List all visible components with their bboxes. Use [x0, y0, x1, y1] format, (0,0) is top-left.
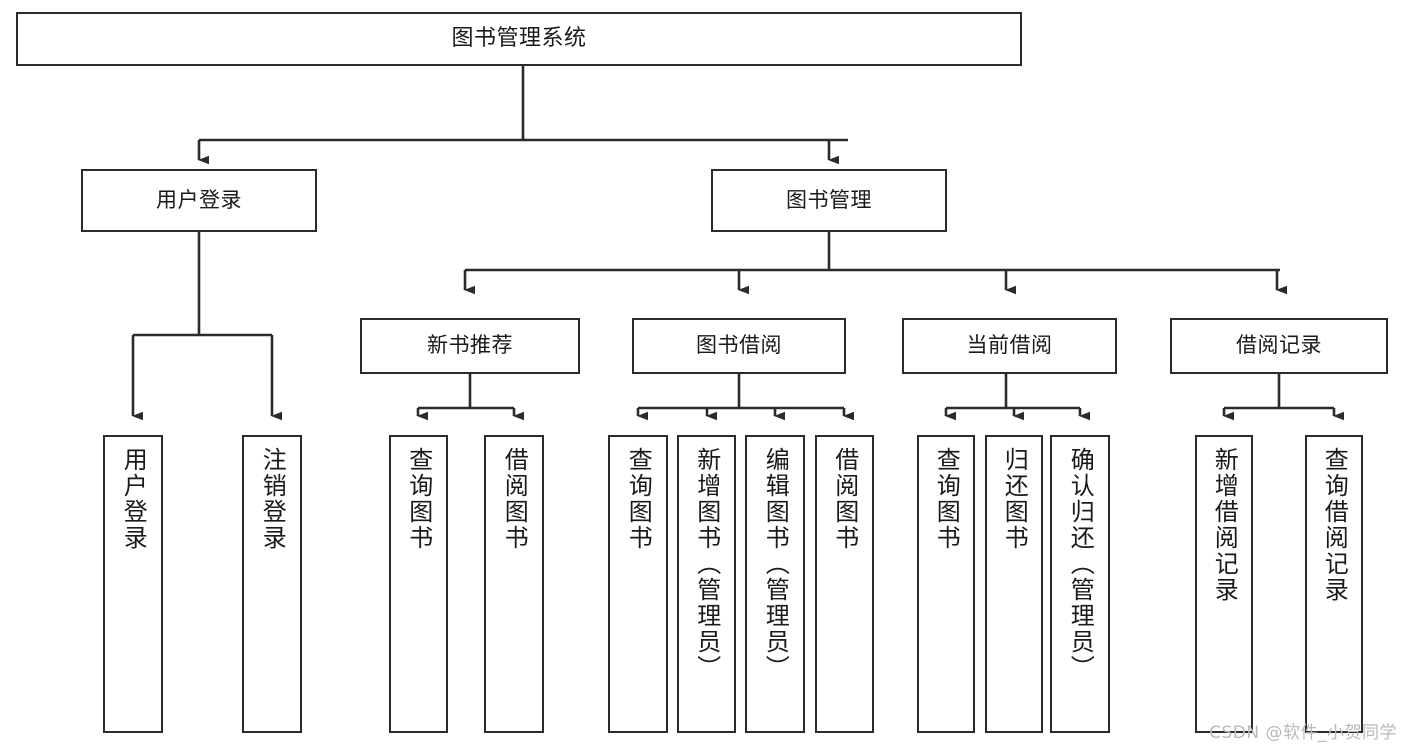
node-leaf-return-book-label: 归还图书: [1000, 447, 1029, 551]
node-book-manage[interactable]: 图书管理: [711, 169, 947, 232]
node-leaf-query-book-cur[interactable]: 查询图书: [917, 435, 975, 733]
node-user-login-label: 用户登录: [156, 187, 242, 212]
node-leaf-query-book-rec-label: 查询图书: [404, 447, 433, 551]
node-user-login[interactable]: 用户登录: [81, 169, 317, 232]
node-leaf-add-book[interactable]: 新增图书（管理员）: [677, 435, 736, 733]
node-borrow-record-label: 借阅记录: [1236, 333, 1322, 358]
node-current-borrow[interactable]: 当前借阅: [902, 318, 1117, 374]
node-leaf-return-book[interactable]: 归还图书: [985, 435, 1043, 733]
node-root-label: 图书管理系统: [451, 25, 587, 51]
node-new-book-rec[interactable]: 新书推荐: [360, 318, 580, 374]
node-leaf-user-login[interactable]: 用户登录: [103, 435, 163, 733]
node-leaf-borrow-book[interactable]: 借阅图书: [815, 435, 874, 733]
node-leaf-add-book-label: 新增图书（管理员）: [692, 447, 721, 681]
node-book-borrow[interactable]: 图书借阅: [632, 318, 846, 374]
node-leaf-confirm-return[interactable]: 确认归还（管理员）: [1050, 435, 1110, 733]
csdn-watermark: CSDN @软件_小贺同学: [1209, 723, 1397, 743]
node-leaf-query-book-cur-label: 查询图书: [932, 447, 961, 551]
node-leaf-query-book-rec[interactable]: 查询图书: [389, 435, 448, 733]
node-leaf-edit-book[interactable]: 编辑图书（管理员）: [745, 435, 805, 733]
node-root[interactable]: 图书管理系统: [16, 12, 1022, 66]
node-new-book-rec-label: 新书推荐: [427, 333, 513, 358]
node-leaf-edit-book-label: 编辑图书（管理员）: [761, 447, 790, 681]
node-leaf-logout-label: 注销登录: [258, 447, 287, 551]
node-book-borrow-label: 图书借阅: [696, 333, 782, 358]
node-leaf-add-record-label: 新增借阅记录: [1210, 447, 1239, 603]
node-leaf-query-book[interactable]: 查询图书: [608, 435, 668, 733]
node-leaf-borrow-book-rec[interactable]: 借阅图书: [484, 435, 544, 733]
node-leaf-query-record-label: 查询借阅记录: [1320, 447, 1349, 603]
node-current-borrow-label: 当前借阅: [966, 333, 1053, 358]
node-leaf-user-login-label: 用户登录: [119, 447, 148, 551]
node-leaf-confirm-return-label: 确认归还（管理员）: [1066, 447, 1095, 681]
node-leaf-query-record[interactable]: 查询借阅记录: [1305, 435, 1363, 733]
node-leaf-borrow-book-label: 借阅图书: [830, 447, 859, 551]
node-book-manage-label: 图书管理: [786, 187, 872, 212]
node-leaf-borrow-book-rec-label: 借阅图书: [500, 447, 529, 551]
node-leaf-add-record[interactable]: 新增借阅记录: [1195, 435, 1253, 733]
node-borrow-record[interactable]: 借阅记录: [1170, 318, 1388, 374]
node-leaf-query-book-label: 查询图书: [624, 447, 653, 551]
node-leaf-logout[interactable]: 注销登录: [242, 435, 302, 733]
